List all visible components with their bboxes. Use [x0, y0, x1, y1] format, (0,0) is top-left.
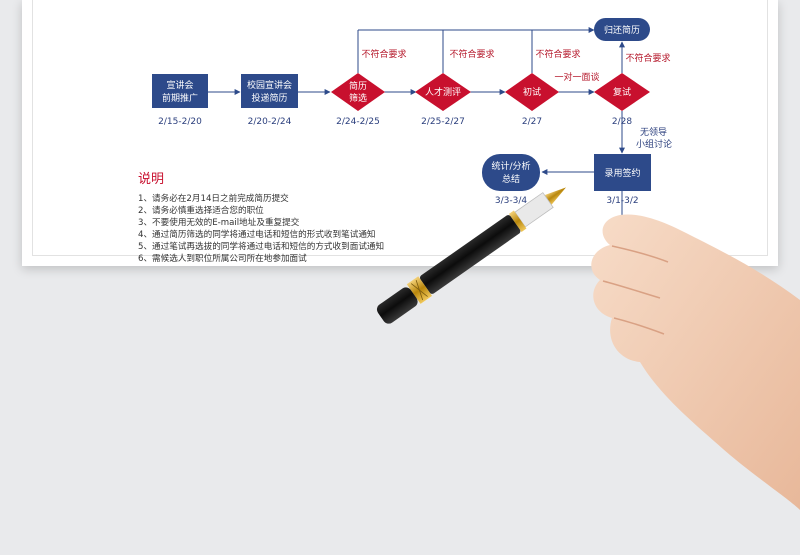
pen-nib	[544, 187, 567, 205]
date-second: 2/28	[612, 117, 632, 127]
date-promo: 2/15-2/20	[158, 117, 202, 127]
description-item: 6、需候选人到职位所属公司所在地参加面试	[138, 253, 307, 264]
node-screen-line2: 筛选	[349, 92, 367, 104]
node-campus-line1: 校园宣讲会	[247, 79, 292, 91]
reject-label-3: 不符合要求	[535, 48, 580, 60]
description-item: 2、请务必慎重选择适合您的职位	[138, 205, 264, 216]
pen-engraving	[410, 280, 428, 301]
node-second-label: 复试	[613, 86, 631, 98]
date-first: 2/27	[522, 117, 542, 127]
date-summary: 3/3-3/4	[495, 196, 527, 206]
description-title: 说明	[138, 172, 165, 187]
date-screen: 2/24-2/25	[336, 117, 380, 127]
hand-shape	[591, 214, 800, 510]
node-first: 初试	[505, 73, 559, 111]
document-sheet	[22, 0, 778, 266]
node-summary-line1: 统计/分析	[491, 160, 530, 172]
description-item: 1、请务必在2月14日之前完成简历提交	[138, 194, 289, 204]
date-campus: 2/20-2/24	[248, 117, 292, 127]
description-list: 1、请务必在2月14日之前完成简历提交 2、请务必慎重选择适合您的职位 3、不要…	[138, 194, 384, 265]
description-item: 5、通过笔试再选拔的同学将通过电话和短信的方式收到面试通知	[138, 241, 385, 252]
connectors	[208, 27, 625, 266]
node-hire-label: 录用签约	[604, 167, 640, 179]
node-screen: 简历 筛选	[331, 73, 385, 111]
description-item: 4、通过简历筛选的同学将通过电话和短信的形式收到笔试通知	[138, 229, 376, 240]
node-return: 归还简历	[594, 18, 650, 41]
reject-label-2: 不符合要求	[449, 48, 494, 60]
pen-cap-end	[376, 287, 418, 324]
document-page	[32, 0, 768, 256]
leader-label-line1: 无领导	[640, 126, 667, 138]
pen-ring	[508, 210, 527, 232]
fountain-pen	[376, 187, 567, 324]
node-summary: 统计/分析 总结	[482, 154, 540, 191]
pen-barrel	[419, 215, 521, 294]
date-hire: 3/1-3/2	[606, 196, 638, 206]
date-assess: 2/25-2/27	[421, 117, 465, 127]
node-promo-line2: 前期推广	[162, 92, 198, 104]
reject-label-1: 不符合要求	[361, 48, 406, 60]
one-on-one-label: 一对一面谈	[554, 71, 599, 83]
node-campus-line2: 投递简历	[251, 92, 287, 104]
node-assess: 人才测评	[415, 73, 471, 111]
node-summary-line2: 总结	[502, 173, 520, 185]
node-promo-line1: 宣讲会	[166, 79, 193, 91]
node-campus: 校园宣讲会 投递简历	[241, 74, 298, 108]
node-promo: 宣讲会 前期推广	[152, 74, 208, 108]
finger-shading	[602, 245, 669, 335]
node-return-label: 归还简历	[604, 24, 640, 36]
node-second: 复试	[594, 73, 650, 111]
node-first-label: 初试	[523, 86, 541, 98]
description-item: 3、不要使用无效的E-mail地址及重复提交	[138, 217, 300, 228]
node-assess-label: 人才测评	[425, 86, 461, 98]
leader-label-line2: 小组讨论	[636, 138, 672, 150]
node-hire: 录用签约	[594, 154, 651, 191]
reject-label-4: 不符合要求	[625, 52, 670, 64]
description-section: 说明 1、请务必在2月14日之前完成简历提交 2、请务必慎重选择适合您的职位 3…	[138, 168, 384, 265]
node-screen-line1: 简历	[349, 80, 367, 92]
